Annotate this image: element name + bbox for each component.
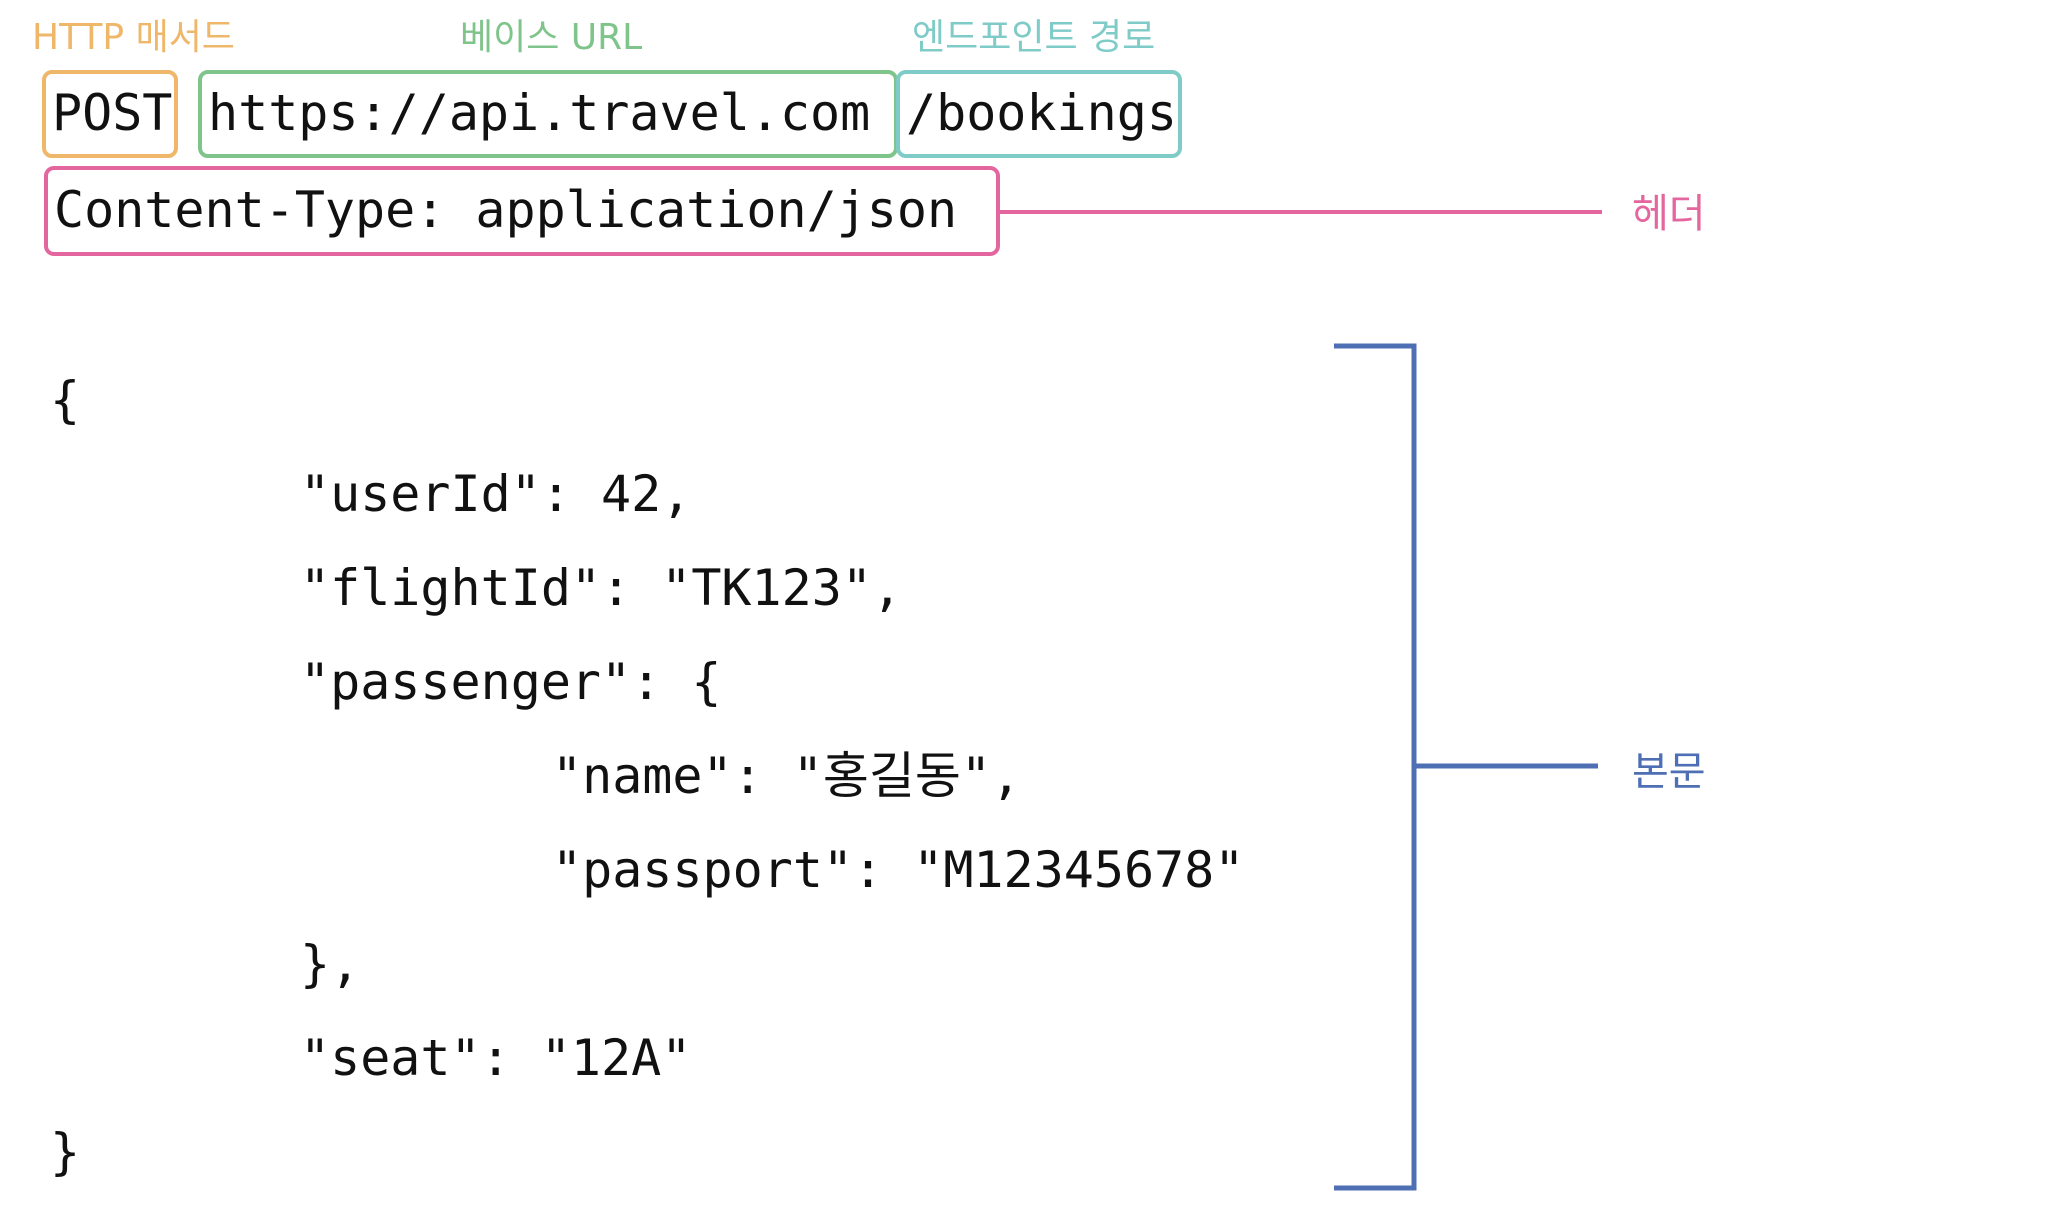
- code-line: "flightId": "TK123",: [300, 559, 903, 617]
- header-label: 헤더: [1632, 191, 1706, 237]
- code-line: "seat": "12A": [300, 1029, 692, 1087]
- code-line: },: [300, 935, 361, 993]
- method-label: HTTP 매서드: [32, 17, 235, 58]
- code-line: "userId": 42,: [300, 465, 692, 523]
- code-line: "passenger": {: [300, 653, 722, 711]
- header-box: Content-Type: application/json: [44, 166, 1000, 256]
- header-connector-line: [1000, 210, 1602, 214]
- endpoint-label: 엔드포인트 경로: [912, 17, 1156, 58]
- code-line: "name": "홍길동",: [552, 747, 1022, 805]
- endpoint-box: /bookings: [896, 70, 1182, 158]
- code-line: {: [50, 371, 81, 429]
- body-label: 본문: [1632, 749, 1706, 795]
- code-line: }: [50, 1123, 81, 1181]
- base-url-label: 베이스 URL: [460, 17, 643, 58]
- code-line: "passport": "M12345678": [552, 841, 1245, 899]
- body-bracket-path: [1334, 343, 1417, 1191]
- method-box: POST: [42, 70, 178, 158]
